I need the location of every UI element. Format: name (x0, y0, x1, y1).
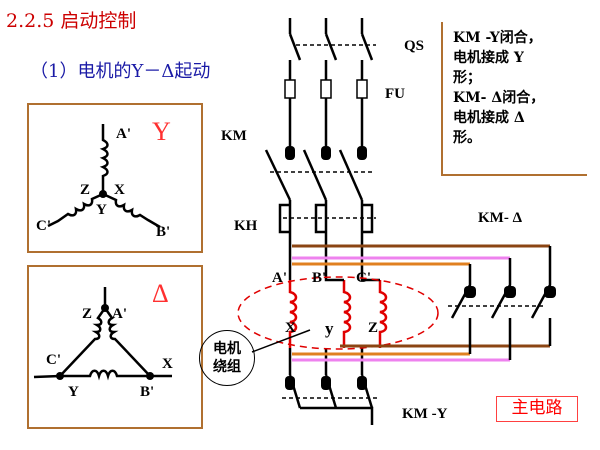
star-frame (27, 103, 203, 253)
label-qs: QS (404, 38, 424, 54)
main-circuit-label: 主电路 (496, 396, 578, 422)
delta-symbol: Δ (152, 279, 169, 308)
explanation-note: KM -Y闭合， 电机接成 Y 形； KM- Δ闭合， 电机接成 Δ 形。 (441, 22, 587, 176)
star-connection (47, 124, 161, 229)
delta-label-c1: C' (46, 352, 61, 368)
delta-node-a (101, 304, 109, 312)
delta-label-a1: A' (112, 306, 127, 322)
callout-line: 电机 (213, 341, 241, 357)
km-delta-contacts (450, 246, 552, 360)
note-line: KM- Δ闭合， (453, 90, 545, 106)
winding-highlight-ellipse (237, 276, 439, 350)
star-label-b1: B' (156, 224, 170, 240)
label-b1: B' (312, 270, 326, 286)
page-subtitle: （1）电机的Y－Δ起动 (30, 61, 211, 82)
label-a1: A' (272, 270, 287, 286)
delta-wiring (292, 244, 550, 362)
label-km: KM (221, 128, 247, 144)
star-label-y: Y (96, 202, 107, 218)
star-label-a1: A' (116, 126, 131, 142)
label-c1: C' (356, 270, 371, 286)
star-label-x: X (114, 182, 125, 198)
kh-elements (278, 203, 374, 234)
star-neutral-node (99, 190, 107, 198)
km-y-short (300, 406, 374, 425)
star-label-z: Z (80, 182, 90, 198)
delta-node-b (146, 372, 154, 380)
callout-pointer (251, 329, 311, 353)
fuses (284, 79, 368, 99)
page-title: 2.2.5 启动控制 (6, 10, 137, 32)
delta-frame (27, 265, 203, 429)
note-line: 形。 (453, 130, 481, 146)
motor-winding-callout: 电机 绕组 (199, 330, 255, 386)
note-line: 形； (453, 70, 481, 86)
note-line: 电机接成 Y (453, 50, 524, 66)
km-y-contact-caps (285, 376, 367, 390)
label-kh: KH (234, 218, 258, 234)
label-fu: FU (385, 86, 405, 102)
km-delta-contact-caps (464, 286, 556, 298)
delta-node-c (56, 372, 64, 380)
star-symbol: Y (152, 117, 171, 146)
delta-label-b1: B' (140, 384, 154, 400)
main-circuit-lines (264, 18, 374, 409)
delta-label-x: X (162, 356, 173, 372)
label-km-y: KM -Y (402, 406, 448, 422)
km-contacts (285, 146, 367, 160)
note-line: KM -Y闭合， (453, 30, 542, 46)
star-label-c1: C' (36, 218, 51, 234)
label-y: y (325, 319, 334, 338)
delta-label-z: Z (82, 306, 92, 322)
label-z: Z (368, 320, 378, 336)
callout-line: 绕组 (213, 359, 241, 375)
note-line: 电机接成 Δ (453, 110, 525, 126)
delta-label-y: Y (68, 384, 79, 400)
label-x: X (285, 320, 296, 336)
label-km-delta: KM- Δ (478, 210, 523, 226)
motor-windings (288, 280, 388, 348)
